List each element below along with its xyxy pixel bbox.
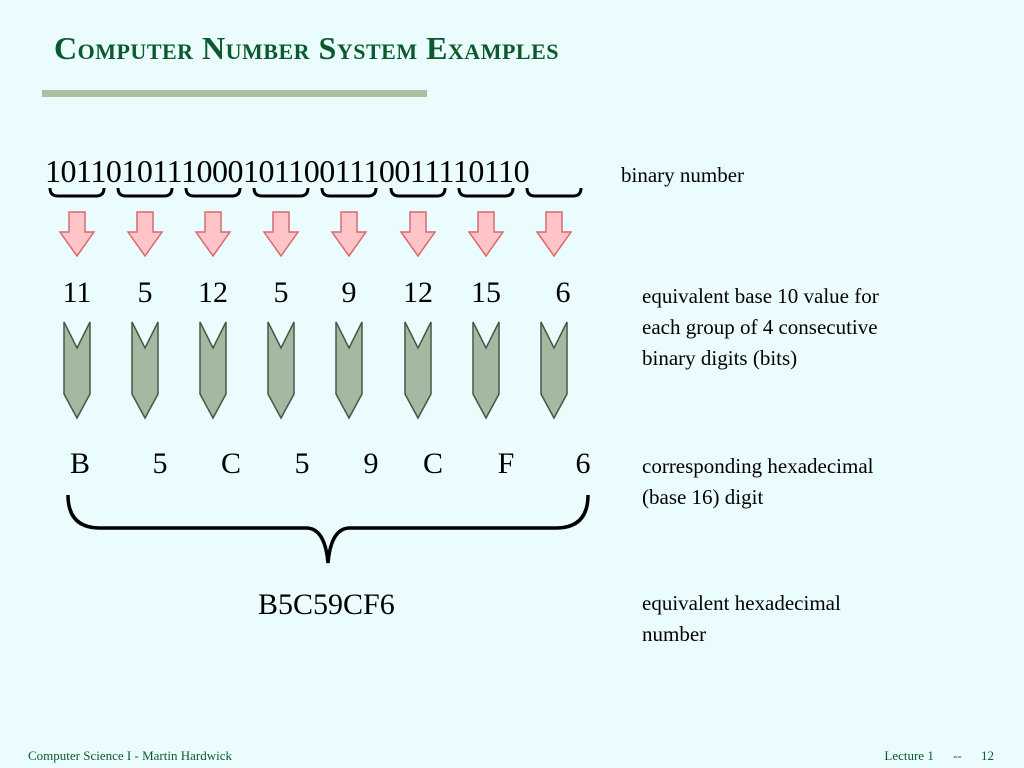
- chevron-down-arrow-icon: [404, 321, 432, 420]
- hex-digit: C: [220, 447, 241, 480]
- decimal-value: 5: [137, 276, 153, 309]
- group-bracket: [389, 187, 447, 198]
- label-line: number: [642, 622, 707, 646]
- convert-arrows: [63, 321, 568, 420]
- down-arrow-icon: [126, 211, 164, 258]
- chevron-down-arrow-icon: [63, 321, 91, 420]
- chevron-down-arrow-icon: [131, 321, 159, 420]
- group-bracket: [48, 187, 106, 198]
- group-bracket: [116, 187, 174, 198]
- chevron-down-arrow-icon: [472, 321, 500, 420]
- binary-number: 10110101110001011001110011110110: [45, 153, 530, 189]
- footer-page-number: 12: [981, 748, 994, 763]
- down-arrow-icon: [262, 211, 300, 258]
- chevron-down-arrow-icon: [335, 321, 363, 420]
- decimal-values-label: equivalent base 10 value for each group …: [642, 281, 879, 374]
- label-line: each group of 4 consecutive: [642, 315, 878, 339]
- decimal-value: 5: [273, 276, 289, 309]
- decimal-value: 12: [403, 276, 433, 309]
- decimal-value: 9: [341, 276, 357, 309]
- hex-digit: F: [497, 447, 515, 480]
- footer-lecture: Lecture 1: [884, 748, 934, 763]
- down-arrow-icon: [467, 211, 505, 258]
- bit-group-brackets: [48, 187, 583, 198]
- label-line: binary digits (bits): [642, 346, 798, 370]
- group-bracket: [457, 187, 515, 198]
- label-line: corresponding hexadecimal: [642, 454, 874, 478]
- group-bracket: [252, 187, 310, 198]
- down-arrow-icon: [194, 211, 232, 258]
- footer-page-info: Lecture 1 -- 12: [868, 748, 994, 764]
- hex-digit: 5: [152, 447, 168, 480]
- chevron-down-arrow-icon: [540, 321, 568, 420]
- down-arrow-icon: [399, 211, 437, 258]
- binary-number-label: binary number: [621, 163, 745, 187]
- hex-result: B5C59CF6: [258, 588, 395, 621]
- label-line: equivalent base 10 value for: [642, 284, 879, 308]
- hex-digits-label: corresponding hexadecimal (base 16) digi…: [642, 451, 874, 513]
- label-line: equivalent hexadecimal: [642, 591, 841, 615]
- down-arrow-icon: [330, 211, 368, 258]
- title-underline: [42, 90, 427, 97]
- hex-digit: 5: [294, 447, 310, 480]
- hex-digit: 9: [363, 447, 379, 480]
- group-bracket: [320, 187, 378, 198]
- hex-digit: B: [69, 447, 90, 480]
- down-arrow-icon: [535, 211, 573, 258]
- label-line: (base 16) digit: [642, 485, 764, 509]
- hex-result-label: equivalent hexadecimal number: [642, 588, 841, 650]
- down-arrow-icon: [58, 211, 96, 258]
- chevron-down-arrow-icon: [199, 321, 227, 420]
- group-arrows: [58, 211, 573, 258]
- footer-separator: --: [953, 748, 962, 763]
- chevron-down-arrow-icon: [267, 321, 295, 420]
- group-bracket: [184, 187, 242, 198]
- decimal-value: 11: [62, 276, 92, 309]
- slide-title: Computer Number System Examples: [54, 30, 559, 66]
- hex-digit: C: [422, 447, 443, 480]
- decimal-value: 15: [471, 276, 501, 309]
- group-bracket: [525, 187, 583, 198]
- decimal-value: 6: [555, 276, 571, 309]
- hex-digit: 6: [575, 447, 591, 480]
- decimal-value: 12: [198, 276, 228, 309]
- curly-brace-icon: [66, 494, 590, 564]
- footer-author: Computer Science I - Martin Hardwick: [28, 748, 232, 763]
